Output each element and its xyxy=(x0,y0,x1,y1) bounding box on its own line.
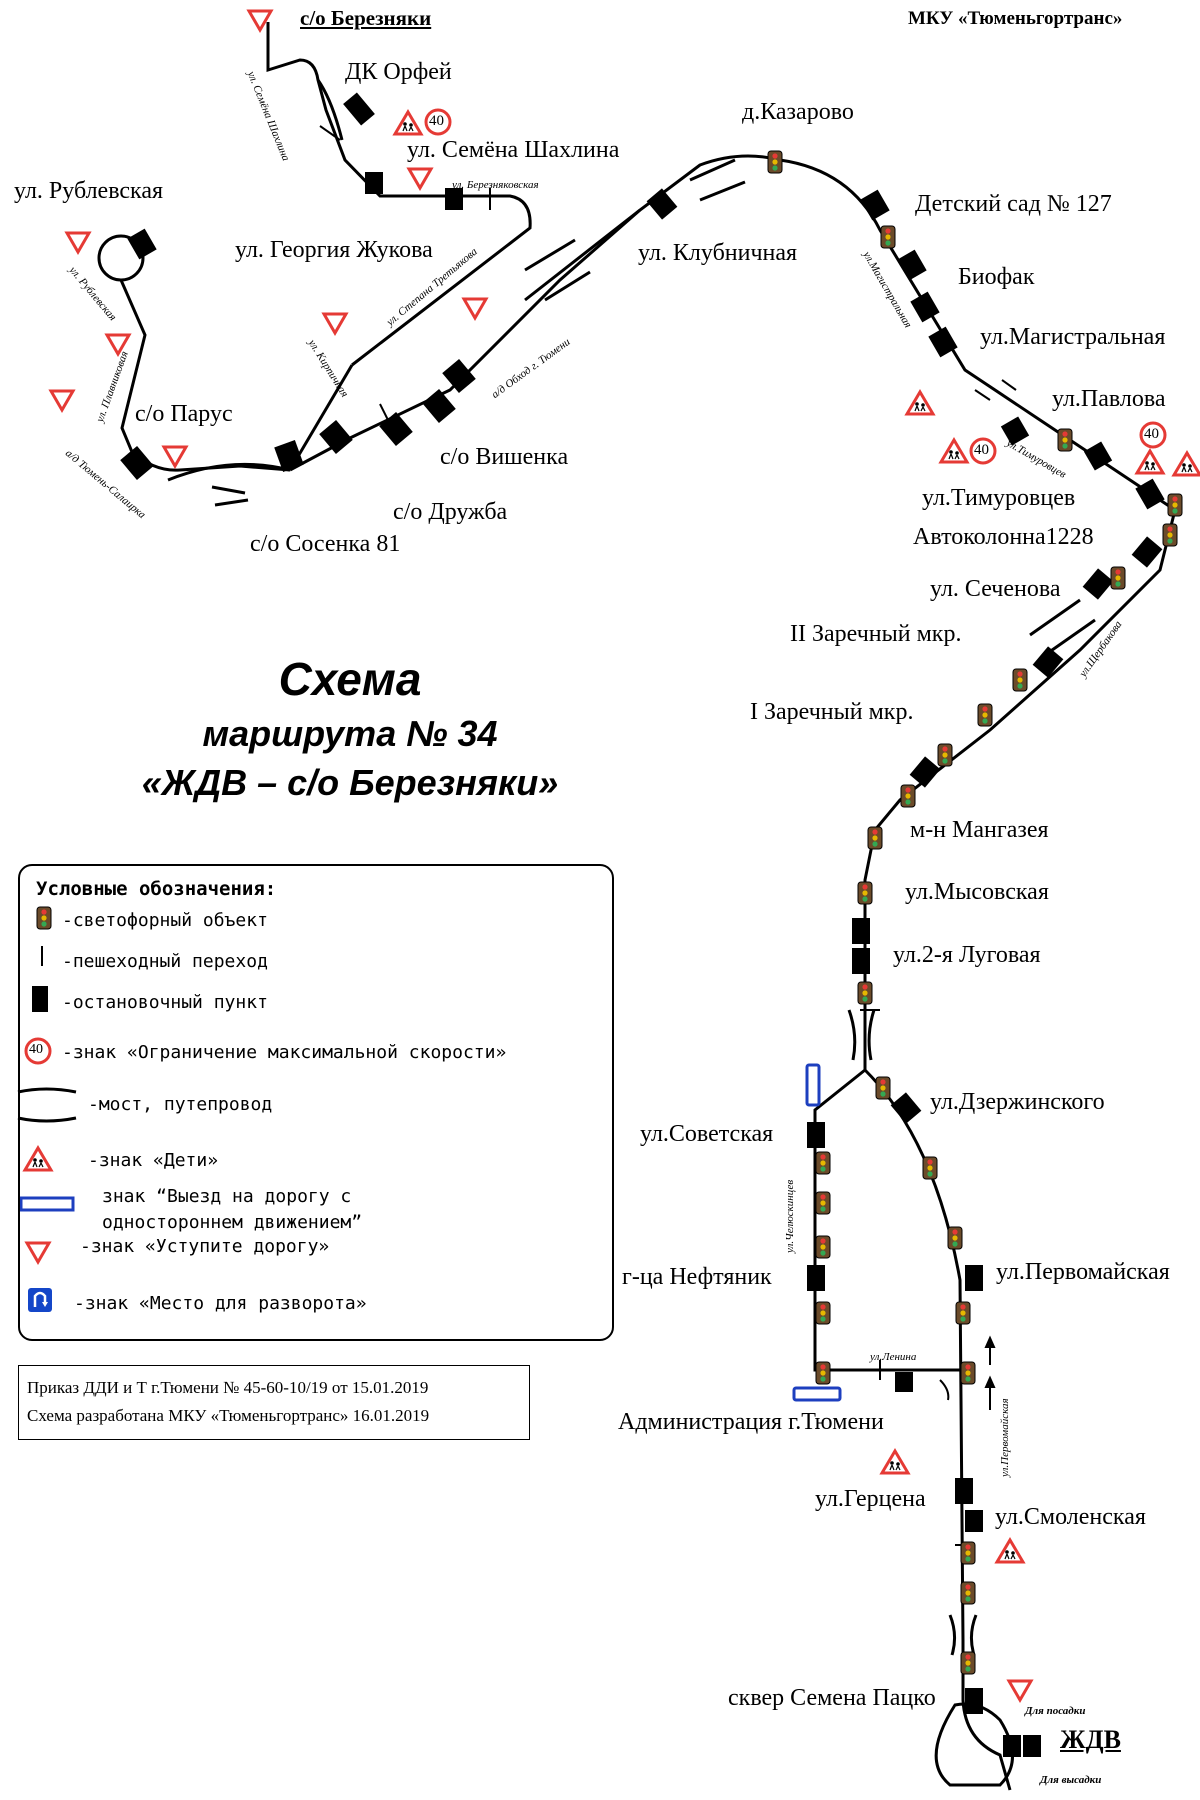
bridge-shcherbakova xyxy=(1029,598,1096,657)
stop-label: ул. Рублевская xyxy=(14,178,164,204)
stop-label: м-н Мангазея xyxy=(910,817,1049,843)
legend-item-crossing: -пешеходный переход xyxy=(62,951,268,972)
route-orfei-loop xyxy=(316,79,344,141)
stop-label: с/о Дружба xyxy=(393,499,508,525)
stop-label: Биофак xyxy=(958,264,1035,290)
stop-label: ДК Орфей xyxy=(345,59,452,85)
legend-item-speed-limit: -знак «Ограничение максимальной скорости… xyxy=(62,1042,507,1063)
stop-markers xyxy=(120,92,1165,1757)
stop-label: ул.Герцена xyxy=(815,1486,926,1512)
stop-label: Администрация г.Тюмени xyxy=(618,1409,884,1435)
title-line-2: маршрута № 34 xyxy=(202,713,498,754)
title-line-1: Схема xyxy=(278,653,422,705)
legend-item-kids: -знак «Дети» xyxy=(88,1150,219,1171)
stop-label: сквер Семена Пацко xyxy=(728,1685,936,1711)
bridge-luhovaya xyxy=(847,1009,876,1061)
boarding-label: Для посадки xyxy=(1025,1705,1086,1717)
terminal-top-label: с/о Березняки xyxy=(300,6,432,30)
traffic-lights xyxy=(767,150,1183,1675)
stop-label: ул. Семёна Шахлина xyxy=(407,137,620,163)
bridge-kazarovo xyxy=(689,158,746,202)
street-label: ул.Ленина xyxy=(870,1351,917,1363)
stop-label: д.Казарово xyxy=(742,99,854,125)
note-line-1: Приказ ДДИ и Т г.Тюмени № 45-60-10/19 от… xyxy=(27,1378,429,1397)
stop-label: I Заречный мкр. xyxy=(750,699,914,725)
stop-label: ул.2-я Луговая xyxy=(893,942,1041,968)
stop-label: с/о Сосенка 81 xyxy=(250,531,401,557)
legend-speed-value: 40 xyxy=(29,1042,43,1057)
stop-label: II Заречный мкр. xyxy=(790,621,962,647)
legend-item-traffic-light: -светофорный объект xyxy=(62,910,268,931)
route-rublevskaya xyxy=(119,279,291,472)
legend-title: Условные обозначения: xyxy=(36,878,277,900)
bridge-salairka xyxy=(211,485,249,507)
direction-arrows xyxy=(379,403,996,1410)
one-way-signs xyxy=(792,1063,842,1402)
street-label: ул.Первомайская xyxy=(999,1398,1011,1477)
stop-label: ул.Павлова xyxy=(1052,386,1166,412)
legend-item-one-way-line1: знак “Выезд на дорогу с xyxy=(102,1186,352,1207)
speed-value-1: 40 xyxy=(429,113,444,129)
stop-label: Детский сад № 127 xyxy=(915,191,1112,217)
route-kirpichnaya xyxy=(288,364,354,471)
stop-label: ул.Дзержинского xyxy=(930,1089,1105,1115)
legend-icons xyxy=(17,906,77,1312)
title-line-3: «ЖДВ – с/о Березняки» xyxy=(141,762,559,803)
stop-label: ул. Георгия Жукова xyxy=(235,237,433,263)
organization-name: МКУ «Тюменьгортранс» xyxy=(908,8,1123,29)
route-magistralnaya xyxy=(779,158,1176,512)
route-to-jdv xyxy=(961,1640,1012,1791)
route-berezniaki-branch xyxy=(266,22,532,367)
stop-label: ул.Тимуровцев xyxy=(922,485,1076,511)
stop-label: ул.Советская xyxy=(640,1121,774,1147)
bridge-obhod xyxy=(524,238,591,302)
stop-label: с/о Вишенка xyxy=(440,444,569,470)
stop-label: с/о Парус xyxy=(135,401,233,427)
route-salairka xyxy=(167,462,291,482)
terminal-bottom-label: ЖДВ xyxy=(1060,1725,1121,1754)
note-line-2: Схема разработана МКУ «Тюменьгортранс» 1… xyxy=(27,1406,430,1425)
jdv-loop xyxy=(934,1702,1014,1787)
approval-note: Приказ ДДИ и Т г.Тюмени № 45-60-10/19 от… xyxy=(18,1365,530,1440)
stop-label: ул.Первомайская xyxy=(996,1259,1170,1285)
legend: Условные обозначения: -светофорный объек… xyxy=(18,864,614,1341)
legend-item-uturn: -знак «Место для разворота» xyxy=(74,1293,367,1314)
route-chelyuskintsev xyxy=(813,1068,960,1372)
stop-label: Автоколонна1228 xyxy=(913,524,1094,550)
stop-label: г-ца Нефтяник xyxy=(622,1264,772,1290)
route-obhod xyxy=(289,154,781,472)
stop-label: ул.Смоленская xyxy=(995,1504,1146,1530)
street-label: ул. Березняковская xyxy=(452,179,539,191)
route-parallel-1 xyxy=(524,208,641,302)
legend-item-stop: -остановочный пункт xyxy=(62,992,268,1013)
stop-label: ул.Магистральная xyxy=(980,324,1166,350)
speed-value-2: 40 xyxy=(974,442,989,458)
stop-label: ул. Клубничная xyxy=(638,240,798,266)
legend-item-one-way-line2: одностороннем движением” xyxy=(102,1212,363,1233)
stop-label: ул. Сеченова xyxy=(930,576,1061,602)
stop-label: ул.Мысовская xyxy=(905,879,1049,905)
street-label: ул.Челюскинцев xyxy=(784,1179,796,1253)
speed-value-3: 40 xyxy=(1144,426,1159,442)
legend-item-yield: -знак «Уступите дорогу» xyxy=(80,1236,330,1257)
alighting-label: Для высадки xyxy=(1040,1774,1102,1786)
legend-item-bridge: -мост, путепровод xyxy=(88,1094,273,1115)
